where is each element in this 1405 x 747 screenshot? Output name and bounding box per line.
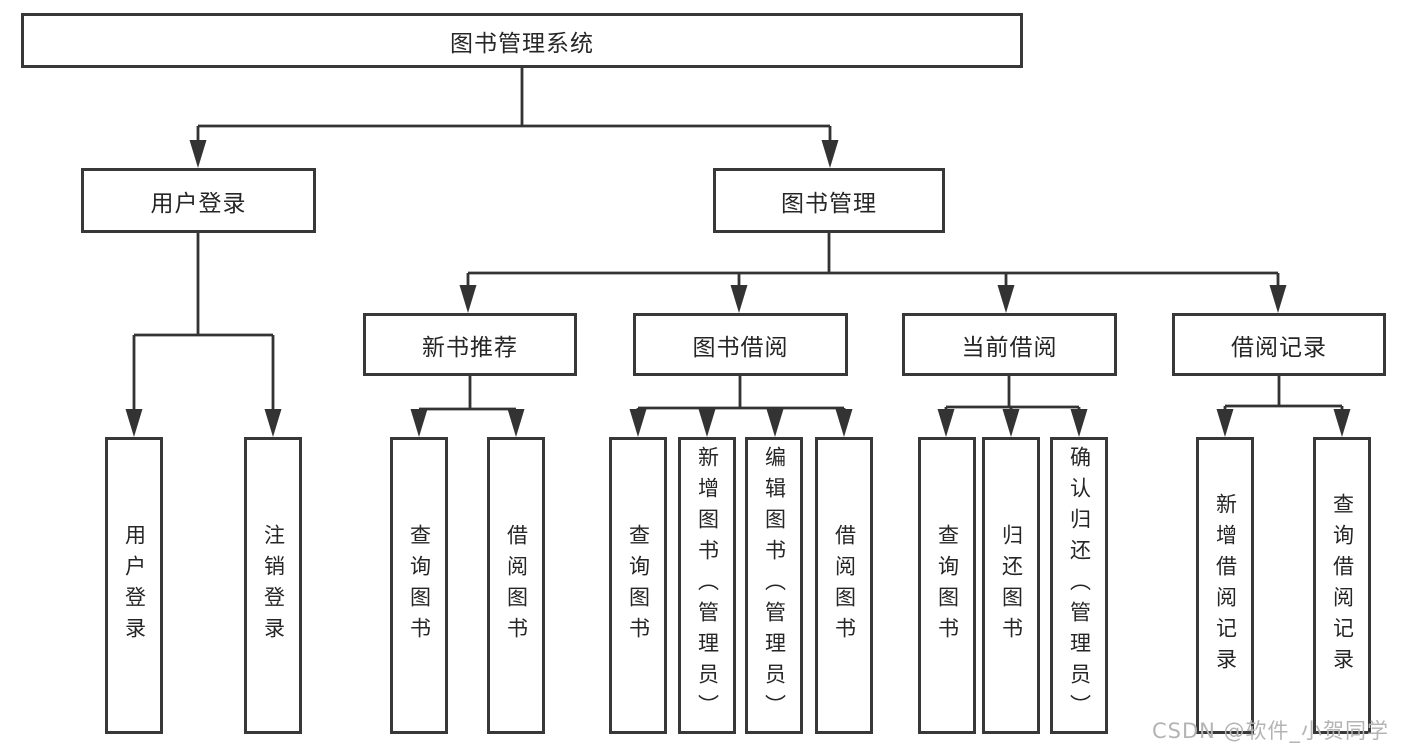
leaf-label: 注销登录 [261,523,286,648]
node-library-management-system: 图书管理系统 [21,13,1023,68]
leaf-add-borrow-record: 新增借阅记录 [1196,437,1254,734]
leaf-edit-books-admin: 编辑图书（管理员） [745,437,803,734]
leaf-label: 新增借阅记录 [1213,492,1238,679]
leaf-query-borrow-record: 查询借阅记录 [1313,437,1371,734]
connector-user-login-children [125,233,282,437]
leaf-add-books-admin: 新增图书（管理员） [678,437,736,734]
leaf-query-books-borrow: 查询图书 [609,437,667,734]
leaf-query-books-current: 查询图书 [918,437,976,734]
leaf-label: 借阅图书 [504,523,529,648]
node-book-management: 图书管理 [713,168,945,233]
leaf-label: 借阅图书 [832,523,857,648]
leaf-return-books: 归还图书 [982,437,1040,734]
leaf-label: 新增图书（管理员） [695,446,720,725]
leaf-label: 确认归还（管理员） [1067,446,1092,725]
node-borrow-records: 借阅记录 [1172,313,1386,376]
leaf-label: 查询借阅记录 [1330,492,1355,679]
node-new-book-recommend: 新书推荐 [363,313,577,376]
connector-root-to-level2 [189,68,839,168]
leaf-borrow-books-recommend: 借阅图书 [487,437,545,734]
leaf-label: 用户登录 [122,523,147,648]
leaf-query-books-recommend: 查询图书 [390,437,448,734]
leaf-user-login: 用户登录 [105,437,163,734]
leaf-label: 查询图书 [626,523,651,648]
leaf-label: 归还图书 [999,523,1024,648]
node-book-borrow: 图书借阅 [633,313,848,376]
node-user-login: 用户登录 [81,168,316,233]
leaf-confirm-return-admin: 确认归还（管理员） [1050,437,1108,734]
connector-book-borrow-children [629,376,853,437]
leaf-logout: 注销登录 [244,437,302,734]
node-current-borrow: 当前借阅 [902,313,1117,376]
watermark: CSDN @软件_小贺同学 [1152,719,1390,743]
connector-new-book-recommend-children [410,376,525,437]
connector-borrow-records-children [1216,376,1351,437]
connector-current-borrow-children [937,376,1088,437]
leaf-borrow-books: 借阅图书 [815,437,873,734]
leaf-label: 查询图书 [407,523,432,648]
leaf-label: 查询图书 [935,523,960,648]
leaf-label: 编辑图书（管理员） [762,446,787,725]
connector-book-management-children [459,233,1287,313]
